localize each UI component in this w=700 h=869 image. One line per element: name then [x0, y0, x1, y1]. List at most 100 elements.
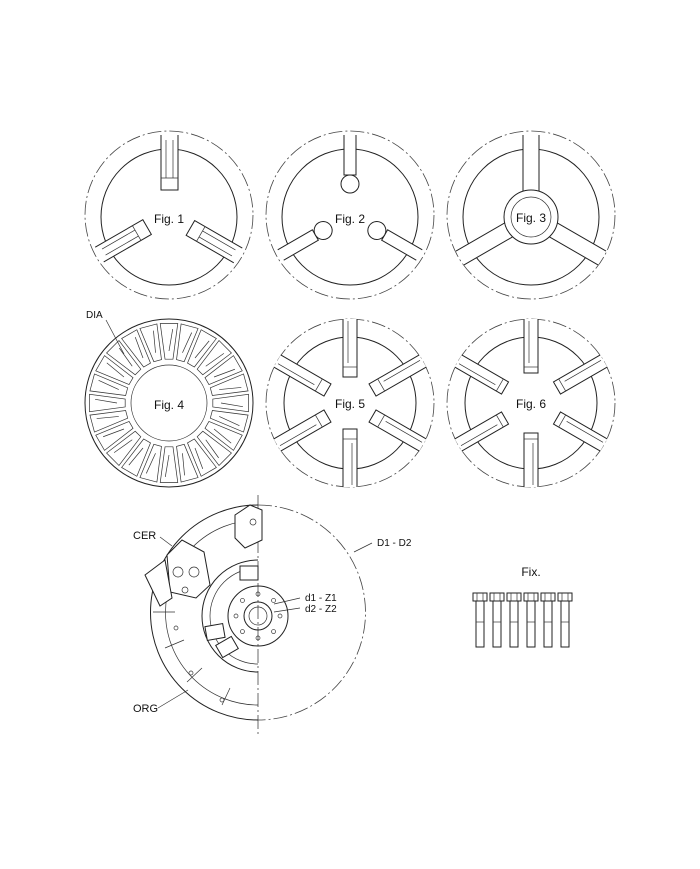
- hub-hole: [271, 598, 276, 603]
- bolt-head: [489, 592, 505, 602]
- fixings-group: Fix.: [472, 565, 573, 648]
- finger-tip-line: [315, 378, 323, 392]
- clutch-disc-assembly: CER ORG D1 - D2 d1 - Z1 d2 - Z2: [133, 495, 412, 735]
- fig-4-segment-groove: [134, 337, 144, 359]
- finger: [523, 432, 539, 487]
- fig-4-segment: [106, 430, 142, 466]
- finger-body: [552, 354, 608, 395]
- fig-4-segment: [187, 438, 217, 477]
- finger-body: [523, 319, 539, 374]
- d1-z1-callout: d1 - Z1: [305, 593, 337, 604]
- finger: [273, 354, 332, 397]
- fig-4-segment-groove: [128, 447, 144, 466]
- org-callout: ORG: [133, 703, 158, 715]
- dia-callout: DIA: [86, 310, 103, 321]
- fig-4-segment: [209, 410, 249, 433]
- finger-body: [368, 409, 427, 452]
- fig-4-segment: [159, 323, 179, 360]
- fig-4-segment: [204, 355, 243, 385]
- fig-4-segment-groove: [182, 332, 193, 353]
- fixings-label: Fix.: [521, 565, 540, 579]
- bolt-shank: [509, 600, 519, 648]
- fig-6-drawing: Fig. 6: [446, 318, 616, 488]
- finger-body: [454, 354, 510, 395]
- bolt: [472, 592, 488, 648]
- bolt: [506, 592, 522, 648]
- fig-1-label: Fig. 1: [154, 212, 184, 226]
- fig-4-segment-groove: [220, 402, 243, 408]
- finger-rib: [458, 363, 496, 386]
- fig-4-segment-groove: [219, 387, 242, 390]
- fig-4-segment: [187, 329, 217, 368]
- bolt: [540, 592, 556, 648]
- fig-4-segment-groove: [205, 439, 219, 459]
- finger: [552, 354, 608, 395]
- fig-4-segment-groove: [96, 416, 119, 419]
- finger: [552, 411, 608, 452]
- finger-tip-line: [496, 414, 504, 428]
- fig-4-segment-groove: [98, 379, 119, 390]
- finger-body: [273, 354, 332, 397]
- finger-body: [454, 411, 510, 452]
- fig-5-drawing: Fig. 5: [265, 318, 435, 488]
- fig-4-drawing: Fig. 4 DIA: [84, 310, 254, 488]
- bolt-shank: [526, 600, 536, 648]
- fig-4-segment: [204, 421, 243, 451]
- fig-4-segment: [196, 430, 232, 466]
- finger-body: [342, 428, 358, 487]
- finger-body: [523, 432, 539, 487]
- finger: [368, 409, 427, 452]
- finger: [273, 409, 332, 452]
- fig-4-segment: [95, 421, 134, 451]
- fig-1-drawing: Fig. 1: [84, 130, 254, 300]
- fig-4-segment: [176, 443, 199, 483]
- fig-4-segment-groove: [95, 398, 118, 404]
- bolt-head: [540, 592, 556, 602]
- fig-4-segment: [139, 443, 162, 483]
- hub-hole: [277, 613, 283, 619]
- fig-4-label: Fig. 4: [154, 398, 184, 412]
- fig-4-segment-groove: [168, 329, 174, 352]
- fig-4-segment: [209, 373, 249, 396]
- fig-3-label: Fig. 3: [516, 211, 546, 225]
- hub-hole: [255, 591, 261, 597]
- fig-4-segment-groove: [219, 416, 240, 427]
- finger-rib: [383, 359, 421, 382]
- fig-4-segment-groove: [164, 454, 170, 477]
- bolt-head: [557, 592, 573, 602]
- bolt: [489, 592, 505, 648]
- fig-4-segment-groove: [106, 362, 125, 378]
- finger-tip-line: [377, 414, 385, 428]
- finger: [342, 428, 358, 487]
- hub-hole: [240, 598, 245, 603]
- finger-rib: [460, 424, 498, 447]
- fig-4-segment-groove: [113, 439, 133, 453]
- hub-hole: [233, 613, 239, 619]
- fig-4-segment: [159, 446, 179, 483]
- finger-rib: [385, 420, 423, 443]
- d2-z2-callout: d2 - Z2: [305, 604, 337, 615]
- fig-4-segment: [89, 393, 126, 413]
- bolt-shank: [560, 600, 570, 648]
- fig-5-label: Fig. 5: [335, 397, 365, 411]
- finger: [523, 319, 539, 374]
- finger: [454, 411, 510, 452]
- finger-tip-line: [377, 378, 385, 392]
- finger: [368, 354, 427, 397]
- finger-body: [368, 354, 427, 397]
- finger-body: [342, 319, 358, 378]
- bolt-head: [523, 592, 539, 602]
- fig-6-fingers: [454, 319, 608, 487]
- fig-4-segment-groove: [205, 353, 225, 367]
- cer-callout: CER: [133, 530, 156, 542]
- hub-hole: [271, 629, 276, 634]
- fig-4-segment-groove: [145, 453, 156, 474]
- fig-2-label: Fig. 2: [335, 212, 365, 226]
- fig-4-segment: [106, 340, 142, 376]
- fig-4-segment-groove: [194, 447, 204, 469]
- finger-rib: [277, 363, 315, 386]
- finger-tip-line: [558, 414, 566, 428]
- fig-4-segment-groove: [194, 340, 210, 359]
- finger: [342, 319, 358, 378]
- hub-holes: [233, 591, 283, 641]
